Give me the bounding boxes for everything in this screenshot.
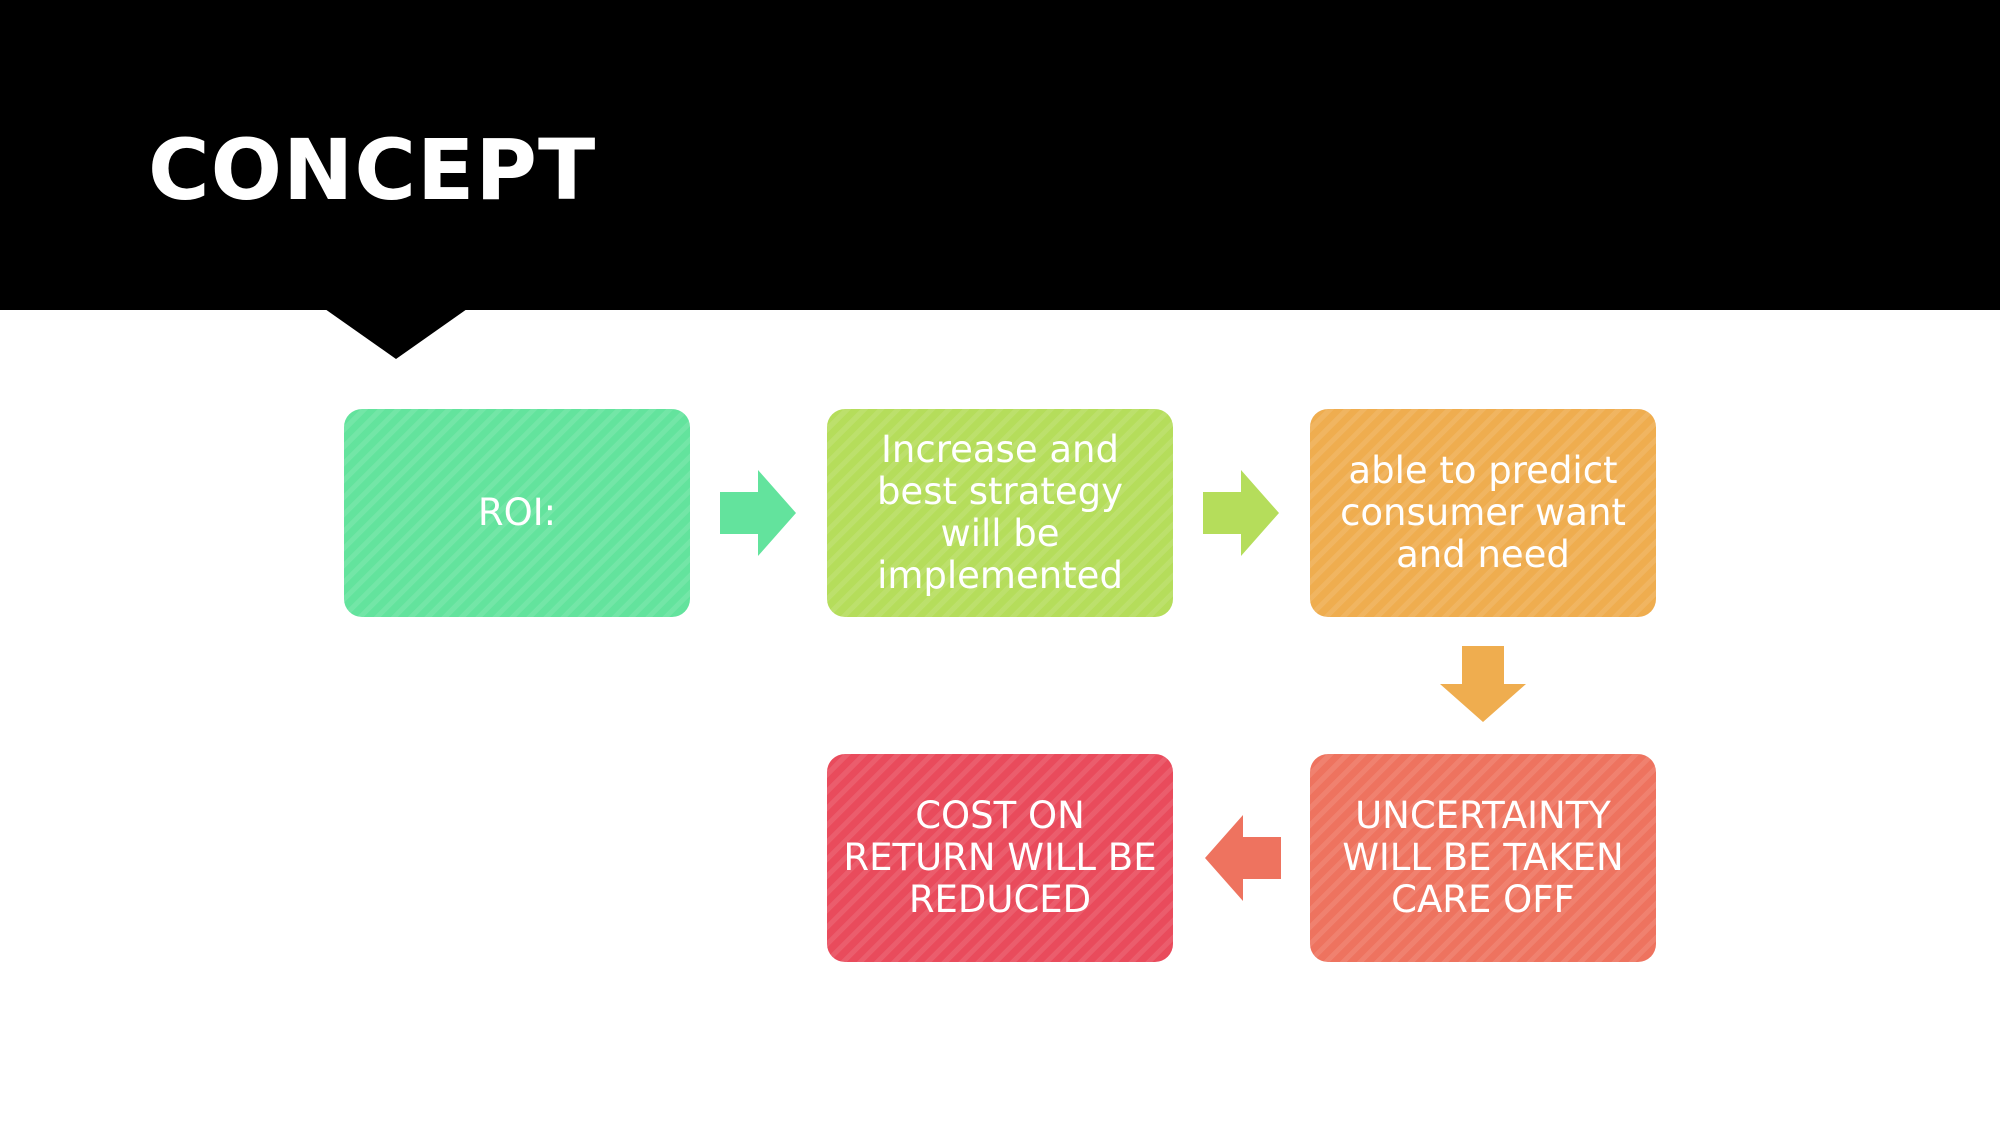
- arrow-down-icon: [1440, 646, 1526, 722]
- title-bar: [0, 0, 2000, 310]
- arrow-right-icon: [1203, 470, 1279, 556]
- arrow-left-icon: [1205, 815, 1281, 901]
- title-pointer: [325, 309, 467, 359]
- arrow-right-icon: [720, 470, 796, 556]
- slide-title: CONCEPT: [148, 121, 597, 219]
- flow-step-roi: ROI:: [344, 409, 690, 617]
- flow-step-cost-reduced: COST ON RETURN WILL BE REDUCED: [827, 754, 1173, 962]
- flow-step-strategy: Increase and best strategy will be imple…: [827, 409, 1173, 617]
- flow-step-predict: able to predict consumer want and need: [1310, 409, 1656, 617]
- flow-step-uncertainty: UNCERTAINTY WILL BE TAKEN CARE OFF: [1310, 754, 1656, 962]
